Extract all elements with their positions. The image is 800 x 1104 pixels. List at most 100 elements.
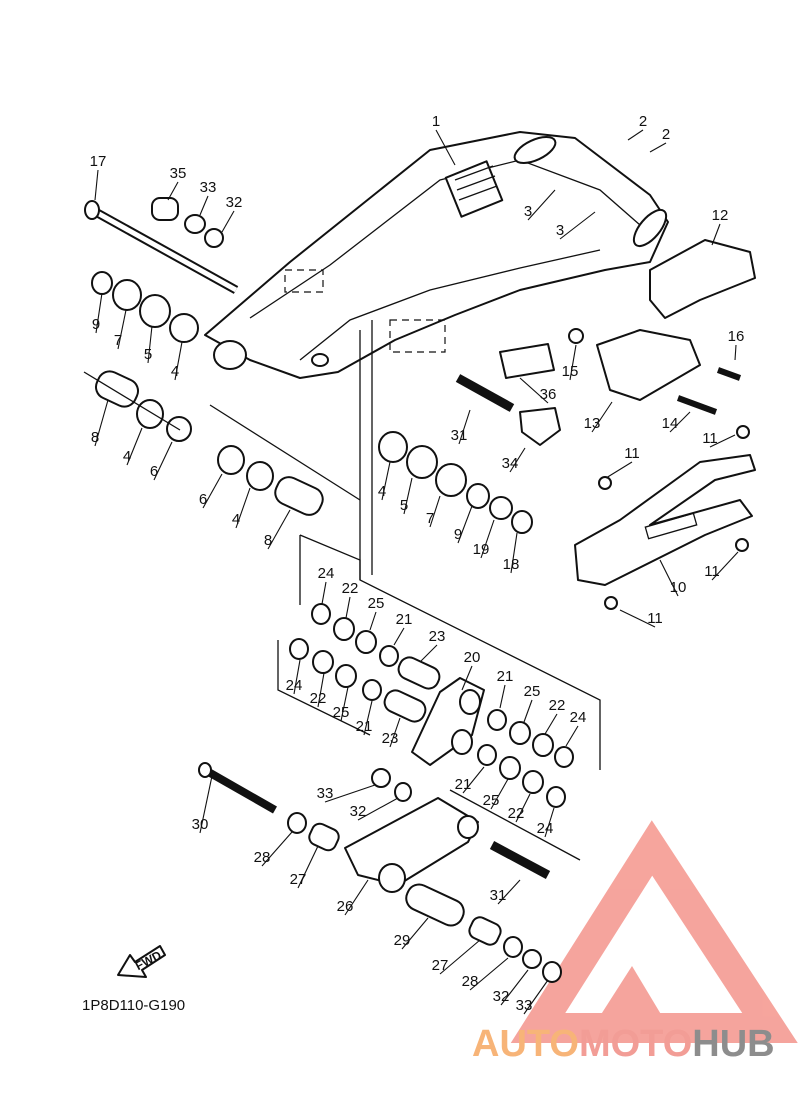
callout-leader: [515, 793, 531, 823]
callout-label: 2: [639, 113, 647, 130]
callout-label: 32: [226, 194, 243, 211]
watermark-hub: HUB: [692, 1023, 774, 1065]
callout-label: 9: [454, 526, 462, 543]
callout-leader: [235, 487, 251, 529]
callout-leader: [709, 434, 736, 448]
callout-label: 33: [200, 179, 217, 196]
callout-leader: [569, 344, 577, 381]
callout-label: 31: [490, 887, 507, 904]
callout-label: 25: [368, 595, 385, 612]
callout-leader: [462, 766, 485, 794]
callout-label: 31: [451, 427, 468, 444]
callout-leader: [457, 505, 473, 544]
callout-label: 33: [516, 997, 533, 1014]
callout-label: 23: [429, 628, 446, 645]
callout-label: 23: [382, 730, 399, 747]
callout-leader: [401, 917, 429, 950]
chain-guide-parts: [455, 239, 756, 446]
callout-label: 4: [123, 448, 131, 465]
callout-label: 17: [90, 153, 107, 170]
callout-label: 6: [150, 463, 158, 480]
callout-leader: [669, 411, 691, 433]
callout-label: 18: [503, 556, 520, 573]
callout-label: 30: [192, 816, 209, 833]
relay-arm-assembly: [289, 603, 574, 808]
diagram-code: 1P8D110-G190: [82, 997, 185, 1014]
callout-leader: [261, 831, 293, 867]
callout-label: 32: [350, 803, 367, 820]
callout-leader: [458, 409, 471, 445]
callout-label: 11: [704, 563, 720, 580]
callout-leader: [363, 700, 373, 736]
callout-leader: [369, 611, 377, 631]
pivot-shaft: [84, 200, 239, 294]
callout-leader: [267, 509, 291, 550]
callout-leader: [509, 447, 526, 473]
callout-leader: [126, 427, 143, 466]
callout-label: 10: [670, 579, 687, 596]
callout-leader: [357, 797, 399, 821]
callout-label: 24: [537, 820, 554, 837]
callout-leader: [95, 292, 103, 334]
callout-leader: [293, 659, 301, 695]
callout-label: 36: [540, 386, 557, 403]
callout-label: 9: [92, 316, 100, 333]
watermark-triangle: [510, 820, 798, 1043]
callout-label: 35: [170, 165, 187, 182]
callout-leader: [94, 399, 109, 447]
callout-leader: [202, 473, 223, 509]
callout-leader: [429, 495, 441, 528]
callout-label: 21: [455, 776, 472, 793]
callout-leader: [324, 784, 376, 803]
callout-label: 5: [144, 346, 152, 363]
callout-label: 21: [497, 668, 514, 685]
callout-leader: [297, 845, 319, 889]
callout-leader: [435, 129, 456, 166]
watermark-auto: AUTO: [472, 1023, 579, 1065]
callout-leader: [403, 477, 413, 515]
callout-leader: [497, 879, 521, 905]
callout-leader: [174, 341, 183, 381]
callout-leader: [649, 142, 667, 153]
callout-label: 14: [662, 415, 679, 432]
callout-leader: [389, 717, 401, 748]
callout-label: 16: [728, 328, 745, 345]
callout-leader: [734, 344, 737, 361]
callout-label: 2: [662, 126, 670, 143]
callout-leader: [523, 699, 533, 723]
callout-leader: [147, 325, 153, 364]
callout-label: 24: [286, 677, 303, 694]
callout-label: 5: [400, 497, 408, 514]
callout-label: 15: [562, 363, 579, 380]
svg-text:AUTOMOTOHUB: AUTOMOTOHUB: [472, 1023, 775, 1065]
callout-label: 21: [356, 718, 373, 735]
callout-label: 27: [432, 957, 449, 974]
callout-leader: [544, 807, 555, 838]
callout-leader: [221, 210, 235, 233]
callout-label: 28: [462, 973, 479, 990]
callout-leader: [591, 401, 613, 433]
callout-leader: [559, 211, 596, 240]
callout-leader: [344, 879, 369, 916]
small-parts-top: [91, 197, 324, 516]
forward-direction-arrow: FWD: [117, 945, 166, 978]
callout-leader: [199, 775, 213, 834]
callout-label: 8: [264, 532, 272, 549]
callout-leader: [605, 461, 633, 479]
callout-leader: [523, 979, 549, 1015]
watermark-triangle-inner: [600, 966, 662, 1016]
assembly-guide-lines: [83, 320, 601, 861]
callout-leader: [199, 195, 209, 216]
callout-label: 25: [333, 704, 350, 721]
callout-leader: [419, 644, 438, 663]
callout-leader: [711, 223, 721, 246]
callout-label: 6: [199, 491, 207, 508]
callout-leader: [340, 686, 349, 722]
callout-leader: [345, 596, 351, 619]
callout-label: 28: [254, 849, 271, 866]
bearing-row-right: [378, 431, 533, 534]
callout-leader: [321, 581, 327, 605]
callout-label: 1: [432, 113, 440, 130]
